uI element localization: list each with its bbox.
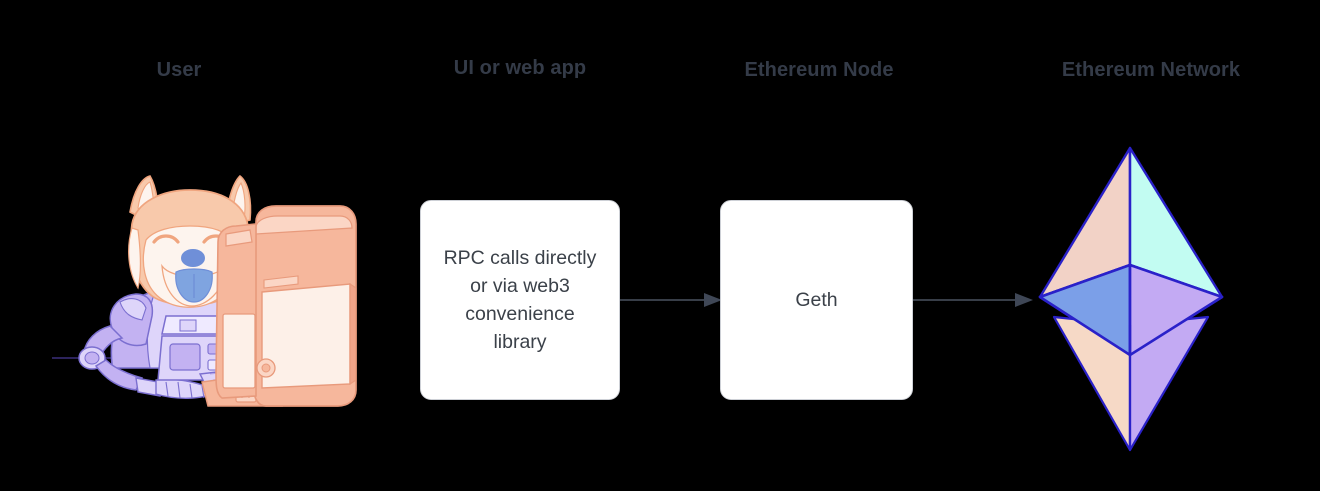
doge-at-computer-illustration xyxy=(50,168,370,410)
node-box-geth[interactable]: Geth xyxy=(720,200,913,400)
column-header-ui-or-web-app: UI or web app xyxy=(453,57,587,79)
node-box-rpc[interactable]: RPC calls directly or via web3 convenien… xyxy=(420,200,620,400)
column-header-ethereum-node: Ethereum Node xyxy=(744,59,894,81)
node-box-geth-label: Geth xyxy=(795,288,838,311)
edge-rpc-to-geth xyxy=(618,290,724,310)
edge-geth-to-network xyxy=(911,290,1035,310)
node-box-rpc-label: RPC calls directly or via web3 convenien… xyxy=(443,246,597,354)
ethereum-logo xyxy=(1030,140,1230,460)
column-header-ethereum-network: Ethereum Network xyxy=(1061,59,1241,81)
column-header-user: User xyxy=(156,59,202,81)
